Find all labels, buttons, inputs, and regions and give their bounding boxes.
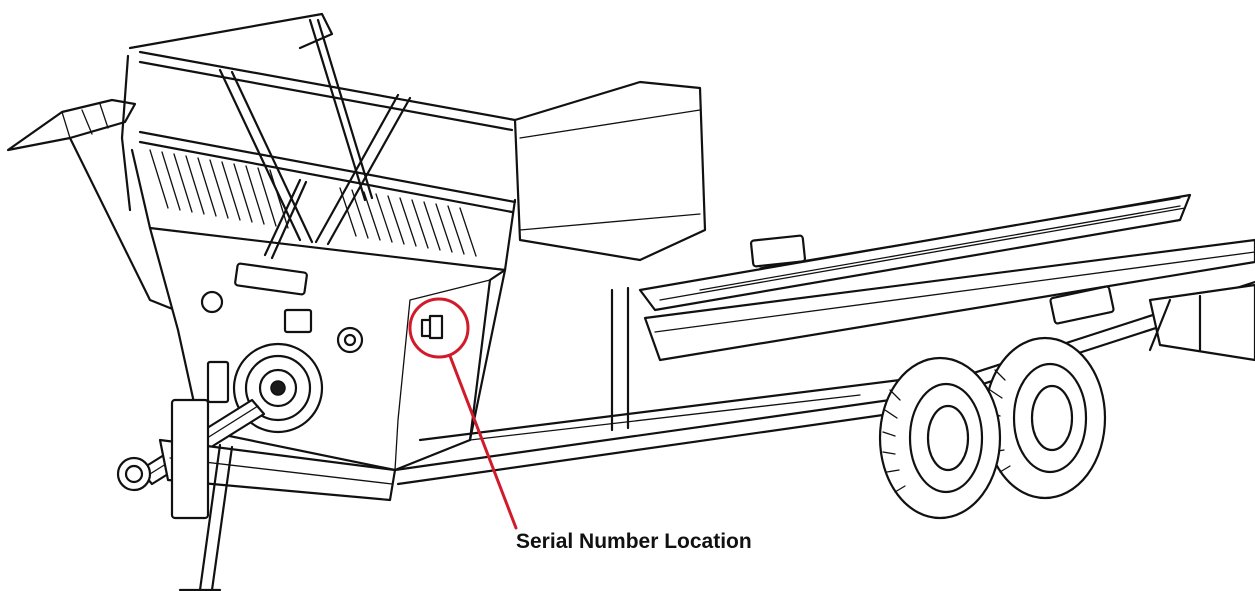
front-wheel [878, 356, 1002, 520]
serial-number-plate [420, 314, 444, 340]
right-support-stand [1148, 283, 1255, 362]
tandem-wheels [878, 336, 1107, 520]
rear-wheel [983, 336, 1107, 500]
top-guard-rail [120, 12, 517, 246]
serial-number-location-label: Serial Number Location [516, 530, 752, 553]
discharge-conveyor [638, 193, 1255, 362]
serial-number-callout [408, 297, 518, 530]
hitch-tongue [158, 398, 397, 591]
left-deflector-wing [6, 98, 177, 312]
hydraulic-fittings [200, 178, 364, 404]
